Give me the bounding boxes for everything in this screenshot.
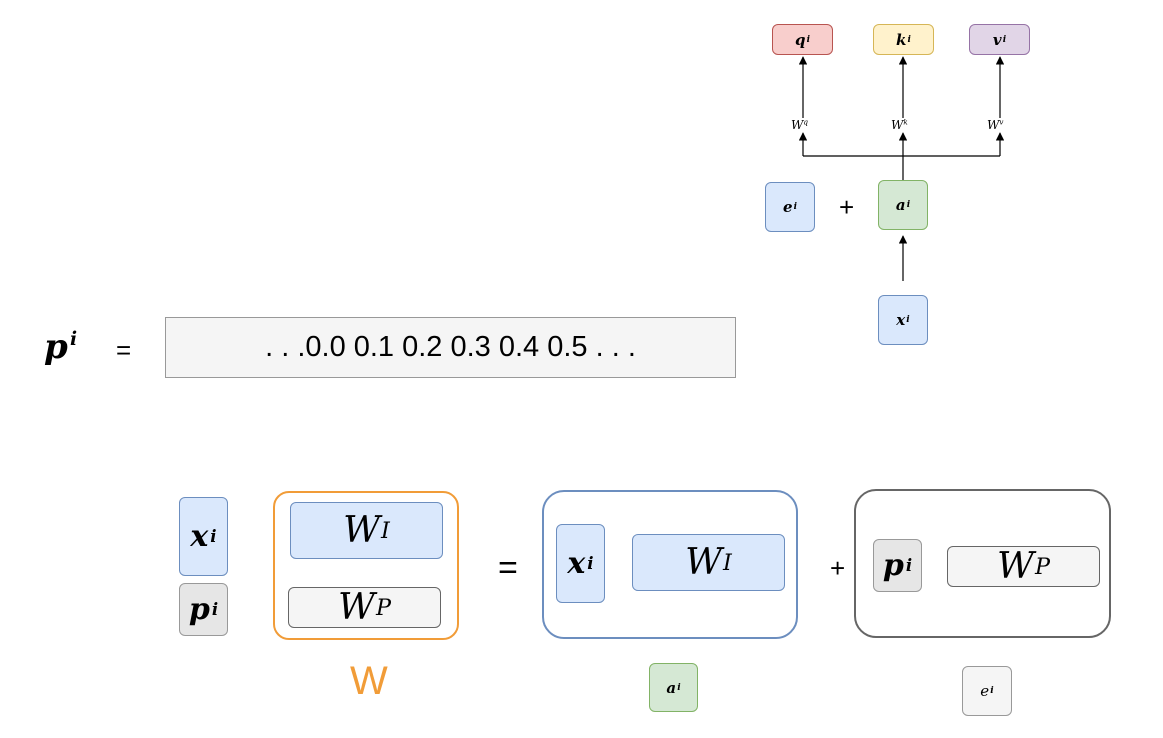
wq-label: Wq [790,117,809,132]
e-term-group [854,489,1111,638]
equals-sign-bottom: = [498,549,518,587]
plus-sign-bottom: + [830,553,846,583]
plus-sign-top: + [839,192,855,222]
one-hot-vector: . . .0.0 0.1 0.2 0.3 0.4 0.5 . . . [165,317,736,378]
a-term-group [542,490,798,639]
w-matrix-label: W [350,659,388,703]
equals-sign-middle: = [116,335,132,365]
w-matrix-group [273,491,459,640]
wv-label: Wv [986,117,1005,132]
wk-label: Wk [890,117,909,132]
